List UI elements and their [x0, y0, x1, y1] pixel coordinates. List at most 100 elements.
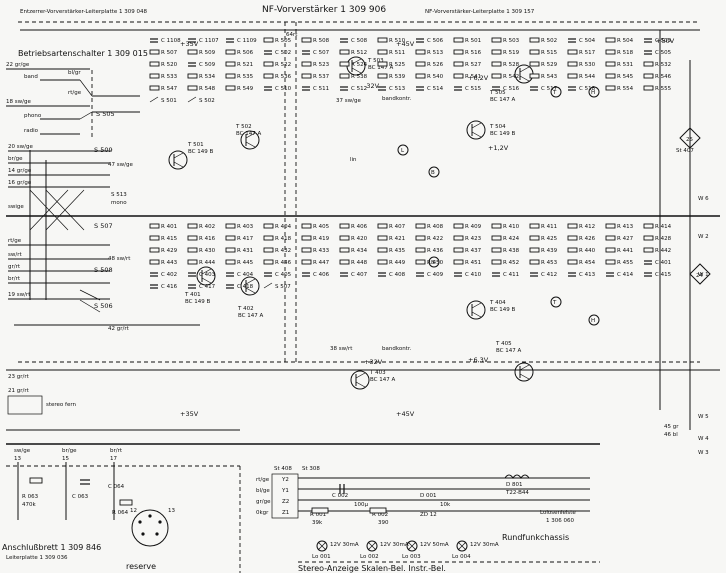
din-socket — [131, 509, 169, 547]
component-label: R 524 — [351, 62, 368, 68]
svg-text:sw/ge: sw/ge — [14, 448, 31, 454]
lower-s507: S 507 — [263, 282, 291, 290]
component-label: R 534 — [199, 74, 216, 80]
component-label: R 516 — [465, 50, 482, 56]
component-label: R 428 — [655, 236, 672, 242]
component-label: R 420 — [351, 236, 368, 242]
svg-text:br/ge: br/ge — [62, 448, 77, 454]
wire-22: 22 gr/ge — [6, 62, 30, 68]
component-label: C 518 — [579, 86, 596, 92]
source-radio: radio — [24, 128, 39, 134]
svg-text:100μ: 100μ — [354, 502, 368, 508]
supply-plus6-3: +6,3V — [468, 356, 489, 364]
component-label: R 402 — [199, 224, 215, 230]
supply-plus50: +50V — [656, 37, 675, 45]
upper-c503: C 503 — [644, 38, 672, 44]
supply-plus6-2: +6,2V — [468, 74, 489, 82]
svg-text:BC 147 A: BC 147 A — [370, 377, 396, 383]
component-label: R 504 — [617, 38, 634, 44]
component-label: R 442 — [655, 248, 671, 254]
lower-r428: R 428 — [643, 235, 672, 242]
svg-text:Y2: Y2 — [281, 477, 289, 483]
supply-plus1-2: +1,2V — [488, 144, 509, 152]
lower-r438: R 438 — [491, 247, 520, 254]
lower-r405: R 405 — [301, 223, 330, 230]
upper-r543: R 543 — [529, 73, 558, 80]
component-label: R 451 — [465, 260, 481, 266]
component-label: R 423 — [465, 236, 482, 242]
svg-text:T 505: T 505 — [489, 90, 506, 96]
svg-text:ZD 12: ZD 12 — [420, 512, 437, 518]
component-label: R 414 — [655, 224, 672, 230]
lower-c412: C 412 — [530, 272, 557, 278]
upper-r506: R 506 — [225, 49, 254, 56]
component-label: C 405 — [275, 272, 292, 278]
component-label: R 410 — [503, 224, 520, 230]
lower-c414: C 414 — [606, 272, 634, 278]
svg-text:gr/rt: gr/rt — [8, 264, 21, 270]
svg-text:16 gr/ge: 16 gr/ge — [8, 180, 32, 186]
switch-s507: S 507 — [94, 222, 113, 230]
component-label: C 517 — [541, 86, 558, 92]
upper-r530: R 530 — [567, 61, 596, 68]
component-label: R 454 — [579, 260, 596, 266]
right-connector-block: St 407 W 6 W 2 W 1 W 5 W 4 W 3 45 gr 46 … — [664, 127, 711, 456]
component-label: R 520 — [161, 62, 178, 68]
component-label: R 528 — [503, 62, 520, 68]
upper-r519: R 519 — [491, 49, 520, 56]
lower-r454: R 454 — [567, 259, 596, 266]
component-label: R 538 — [351, 74, 368, 80]
component-label: R 447 — [313, 260, 330, 266]
lower-c418: C 418 — [226, 284, 254, 290]
svg-text:sw/rt: sw/rt — [8, 252, 22, 258]
upper-r503: R 503 — [491, 37, 520, 44]
svg-text:T 402: T 402 — [237, 306, 254, 312]
lower-r441: R 441 — [605, 247, 633, 254]
component-label: R 542 — [503, 74, 519, 80]
svg-text:C 002: C 002 — [332, 493, 348, 499]
lower-r436: R 436 — [415, 247, 444, 254]
component-label: R 429 — [161, 248, 178, 254]
component-label: R 433 — [313, 248, 330, 254]
component-label: R 416 — [199, 236, 216, 242]
component-label: C 408 — [389, 272, 406, 278]
lower-r412: R 412 — [567, 223, 595, 230]
component-label: R 436 — [427, 248, 444, 254]
component-label: R 411 — [541, 224, 557, 230]
component-label: R 508 — [313, 38, 330, 44]
upper-c514: C 514 — [416, 86, 444, 92]
lower-r440: R 440 — [567, 247, 596, 254]
component-label: R 441 — [617, 248, 633, 254]
component-label: C 402 — [161, 272, 177, 278]
component-label: R 406 — [351, 224, 368, 230]
component-label: S 502 — [199, 98, 215, 104]
lower-r424: R 424 — [491, 235, 520, 242]
upper-r539: R 539 — [377, 73, 406, 80]
component-label: R 452 — [503, 260, 519, 266]
component-label: C 516 — [503, 86, 520, 92]
svg-text:L: L — [401, 148, 405, 154]
svg-text:D 001: D 001 — [420, 493, 436, 499]
component-label: C 502 — [275, 50, 291, 56]
upper-r540: R 540 — [415, 73, 444, 80]
component-label: R 448 — [351, 260, 368, 266]
component-label: C 1107 — [199, 38, 219, 44]
component-label: R 505 — [275, 38, 292, 44]
component-label: C 412 — [541, 272, 557, 278]
upper-r548: R 548 — [187, 85, 216, 92]
upper-r513: R 513 — [415, 49, 444, 56]
component-label: C 416 — [161, 284, 178, 290]
schematic-title: NF-Vorverstärker 1 309 906 — [262, 5, 386, 15]
upper-c510: C 510 — [264, 86, 292, 92]
switch-s509: S 509 — [94, 146, 113, 154]
svg-text:46 bl: 46 bl — [664, 432, 678, 438]
lower-r420: R 420 — [339, 235, 368, 242]
lower-r433: R 433 — [301, 247, 330, 254]
upper-r542: R 542 — [491, 73, 519, 80]
bottom-left-board: sw/ge br/ge br/rt 13 15 17 R 063 C 063 C… — [2, 448, 241, 573]
selector-title: Betriebsartenschalter 1 309 015 — [18, 49, 148, 58]
component-label: R 527 — [465, 62, 482, 68]
svg-text:T 502: T 502 — [235, 124, 252, 130]
